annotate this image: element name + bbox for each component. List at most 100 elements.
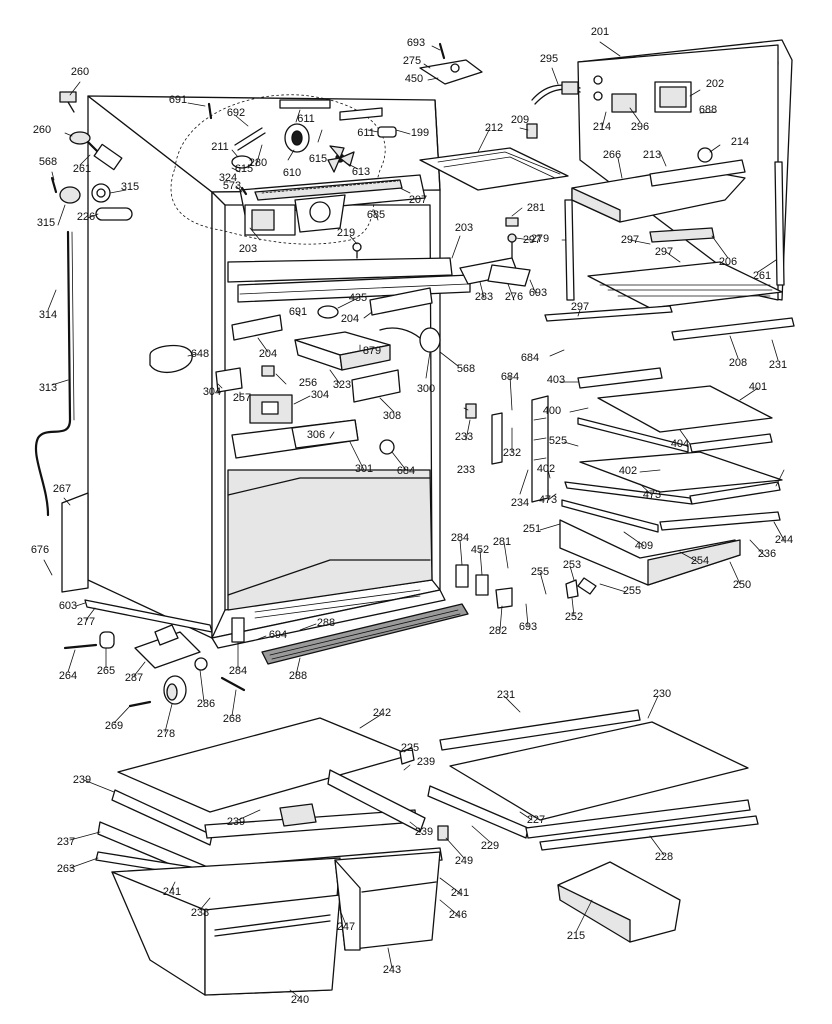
bin-215	[557, 861, 681, 943]
callout-232: 232	[503, 447, 521, 459]
plate-452	[475, 574, 489, 596]
shelf-frame-239	[111, 769, 426, 846]
callout-207: 207	[409, 194, 427, 206]
callout-308: 308	[383, 410, 401, 422]
callout-266: 266	[603, 149, 621, 161]
callout-402: 402	[619, 465, 637, 477]
callout-685: 685	[367, 209, 385, 221]
rail-231	[439, 709, 641, 751]
shelf-401	[597, 385, 773, 433]
screw-268	[220, 676, 246, 692]
callout-242: 242	[373, 707, 391, 719]
bracket-611	[279, 99, 383, 121]
callout-473: 473	[539, 494, 557, 506]
callout-199: 199	[411, 127, 429, 139]
callout-404: 404	[671, 438, 689, 450]
callout-691: 691	[289, 306, 307, 318]
callout-234: 234	[511, 497, 529, 509]
callout-249: 249	[455, 855, 473, 867]
bracket-204-right	[369, 287, 433, 316]
rail-244	[561, 499, 781, 533]
fan-blade-613	[327, 145, 355, 173]
callout-401: 401	[749, 381, 767, 393]
callout-252: 252	[565, 611, 583, 623]
callout-473: 473	[643, 489, 661, 501]
callout-236: 236	[758, 548, 776, 560]
ladder-233	[491, 412, 503, 465]
callout-212: 212	[485, 122, 503, 134]
callout-228: 228	[655, 851, 673, 863]
callout-257: 257	[233, 392, 251, 404]
fitting-260-top	[59, 91, 77, 113]
callout-204: 204	[341, 313, 359, 325]
bracket-284-left	[231, 617, 245, 643]
clip-253	[577, 577, 597, 595]
ladder-232	[531, 395, 549, 503]
callout-229: 229	[481, 840, 499, 852]
callout-304: 304	[203, 386, 221, 398]
callout-282: 282	[489, 625, 507, 637]
trim-228	[539, 815, 759, 851]
callout-202: 202	[706, 78, 724, 90]
callout-239: 239	[417, 756, 435, 768]
callout-603: 603	[59, 600, 77, 612]
callout-231: 231	[497, 689, 515, 701]
callout-251: 251	[523, 523, 541, 535]
callout-452: 452	[471, 544, 489, 556]
glass-shelf-230	[449, 721, 749, 821]
crisper-243	[334, 851, 441, 951]
hinge-276	[459, 217, 531, 287]
callout-247: 247	[337, 921, 355, 933]
knob-435	[317, 305, 339, 319]
evaporator-212	[419, 147, 569, 191]
rail-297-c	[774, 161, 785, 286]
knob-301	[379, 439, 395, 455]
callout-246: 246	[449, 909, 467, 921]
callout-281: 281	[493, 536, 511, 548]
callout-573: 573	[223, 180, 241, 192]
callout-288: 288	[289, 670, 307, 682]
callout-276: 276	[505, 291, 523, 303]
callout-201: 201	[591, 26, 609, 38]
callout-300: 300	[417, 383, 435, 395]
grille-288	[261, 603, 469, 665]
callout-208: 208	[729, 357, 747, 369]
defrost-heater-219	[352, 242, 362, 259]
grommet-199	[377, 126, 397, 138]
callout-692: 692	[227, 107, 245, 119]
latch-282	[495, 587, 513, 609]
harness-295	[531, 81, 581, 105]
callout-613: 613	[352, 166, 370, 178]
callout-297: 297	[621, 234, 639, 246]
callout-278: 278	[157, 728, 175, 740]
trim-261	[649, 227, 715, 243]
callout-313: 313	[39, 382, 57, 394]
callout-214: 214	[731, 136, 749, 148]
callout-684: 684	[521, 352, 539, 364]
callout-287: 287	[125, 672, 143, 684]
pin-264	[63, 643, 98, 650]
callout-260: 260	[33, 124, 51, 136]
thermostat-300	[379, 327, 441, 353]
callout-243: 243	[383, 964, 401, 976]
callout-203: 203	[455, 222, 473, 234]
tube-226	[95, 207, 133, 221]
callout-215: 215	[567, 930, 585, 942]
callout-610: 610	[283, 167, 301, 179]
callout-260: 260	[71, 66, 89, 78]
callout-304: 304	[311, 389, 329, 401]
callout-694: 694	[269, 629, 287, 641]
callout-323: 323	[333, 379, 351, 391]
callout-301: 301	[355, 463, 373, 475]
rail-297-a	[564, 199, 575, 301]
part-211	[231, 155, 253, 169]
bracket-204-left	[231, 314, 283, 341]
callout-206: 206	[719, 256, 737, 268]
callout-879: 879	[363, 345, 381, 357]
callout-255: 255	[531, 566, 549, 578]
hinge-450	[419, 59, 483, 85]
callout-324: 324	[219, 172, 237, 184]
housing-306	[231, 419, 359, 459]
callout-211: 211	[211, 141, 229, 153]
